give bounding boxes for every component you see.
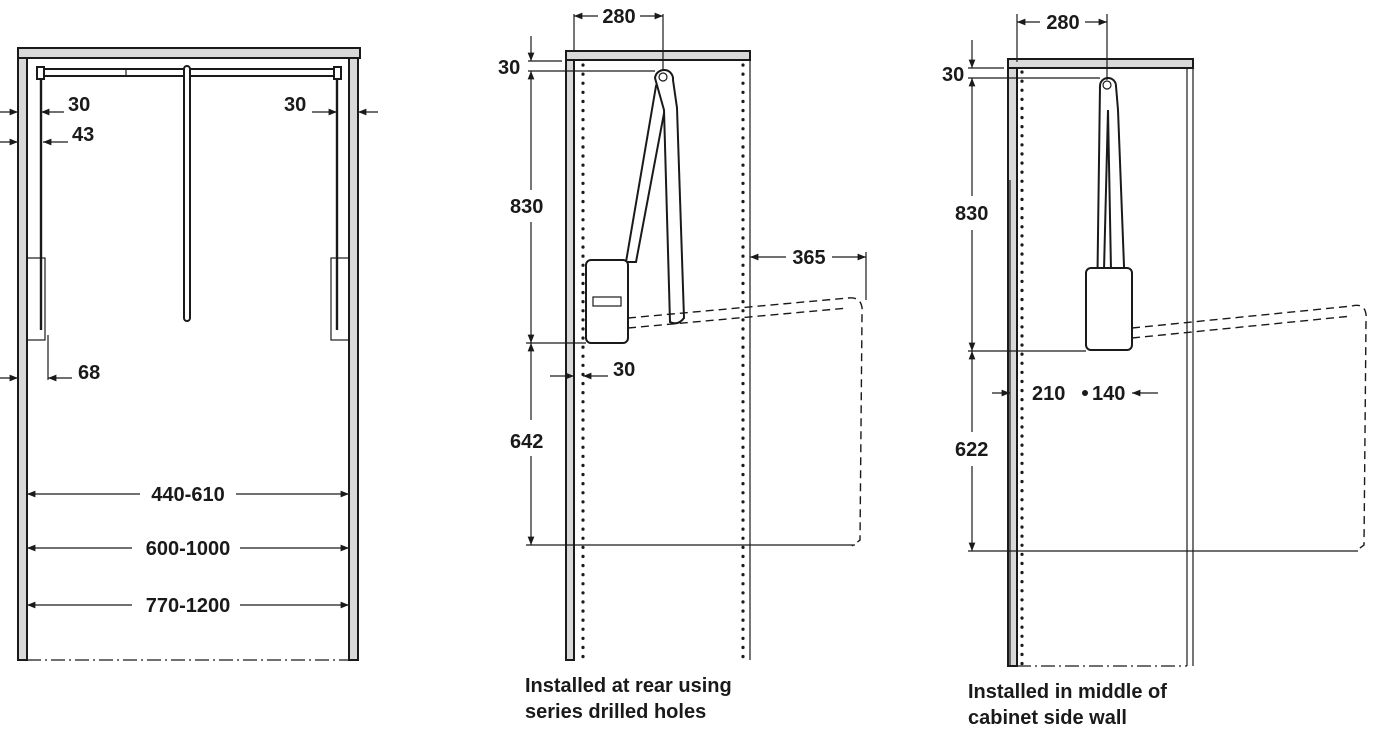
dim-right: 140 xyxy=(1092,383,1125,405)
middle-install-view: 280 30 830 622 210 140 xyxy=(942,12,1367,668)
dim-height-lower: 622 xyxy=(955,439,988,461)
cabinet-left-side xyxy=(17,57,28,661)
middle-install-caption: Installed in middle of cabinet side wall xyxy=(968,679,1167,731)
hanger-rod xyxy=(183,65,191,322)
cabinet-top-panel xyxy=(17,47,361,59)
dim-bracket: 43 xyxy=(72,124,94,146)
dim-height-lower: 642 xyxy=(510,431,543,453)
lift-mechanism xyxy=(585,259,629,344)
rear-install-view: 280 30 830 642 30 365 xyxy=(498,6,867,662)
dim-height-upper: 830 xyxy=(510,196,543,218)
dim-top: 30 xyxy=(498,57,520,79)
front-view: 30 43 30 68 440-610 600-1000 770-1200 xyxy=(0,47,378,661)
rear-install-caption: Installed at rear using series drilled h… xyxy=(525,673,732,725)
dim-side-right: 30 xyxy=(284,94,306,116)
caption-line: Installed at rear using xyxy=(525,675,732,697)
dim-bottom-offset: 68 xyxy=(78,362,100,384)
dim-extension: 365 xyxy=(792,247,825,269)
dim-height-upper: 830 xyxy=(955,203,988,225)
dim-side-left: 30 xyxy=(68,94,90,116)
dim-cabinet-width: 770-1200 xyxy=(146,595,231,617)
dim-inner-width: 600-1000 xyxy=(146,538,231,560)
dim-depth: 280 xyxy=(602,6,635,28)
cabinet-right-side xyxy=(348,57,359,661)
dim-top: 30 xyxy=(942,64,964,86)
lift-mechanism xyxy=(1085,267,1133,351)
dim-depth: 280 xyxy=(1046,12,1079,34)
dim-left: 210 xyxy=(1032,383,1065,405)
caption-line: Installed in middle of xyxy=(968,681,1167,703)
dim-offset: 30 xyxy=(613,359,635,381)
dim-rod-width: 440-610 xyxy=(151,484,224,506)
caption-line: cabinet side wall xyxy=(968,707,1127,729)
caption-line: series drilled holes xyxy=(525,701,707,723)
